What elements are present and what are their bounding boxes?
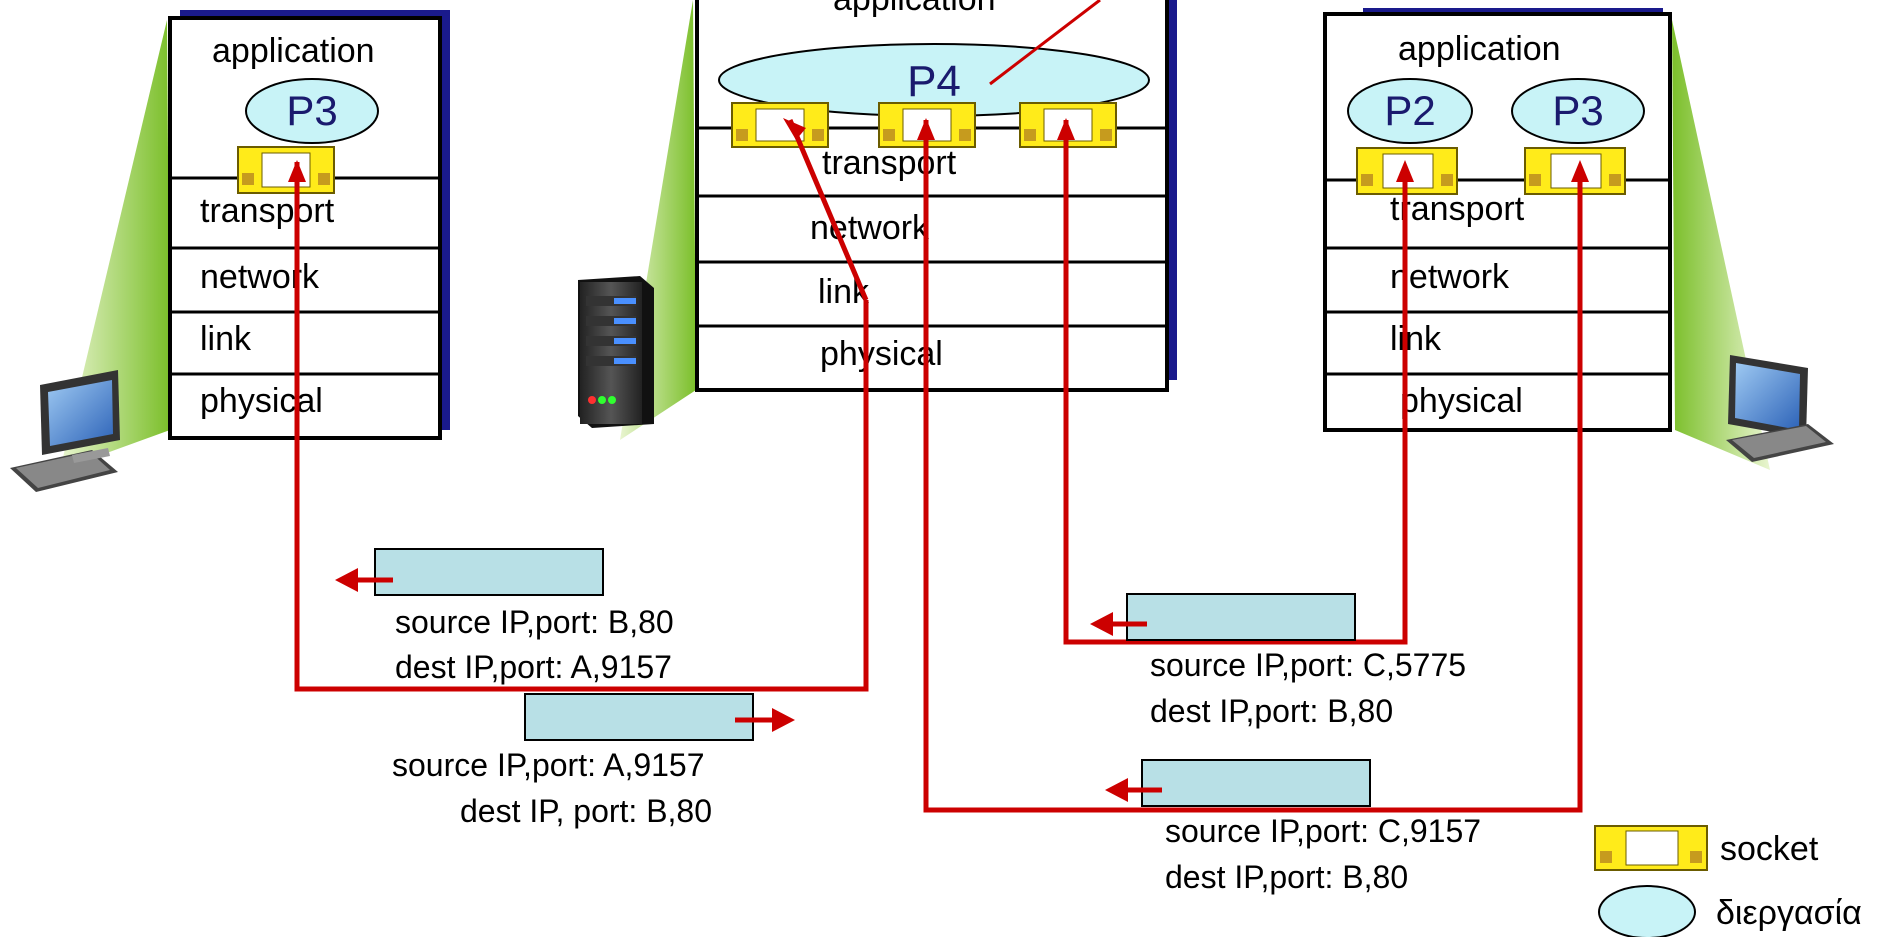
host-a: application transport network link physi… xyxy=(10,10,450,492)
segment-1: source IP,port: B,80 dest IP,port: A,915… xyxy=(335,549,674,685)
host-b-process-p4-label: P4 xyxy=(907,57,961,106)
segment-3: source IP,port: C,5775 dest IP,port: B,8… xyxy=(1090,594,1466,729)
segment-2-dest: dest IP, port: B,80 xyxy=(460,793,712,829)
host-c-layer-transport: transport xyxy=(1390,190,1525,228)
computer-icon xyxy=(1726,355,1834,462)
segment-1-source: source IP,port: B,80 xyxy=(395,604,674,640)
server-icon xyxy=(578,276,654,428)
host-c-process-p3-label: P3 xyxy=(1552,87,1603,134)
host-a-process-p3-label: P3 xyxy=(286,87,337,134)
segment-4-source: source IP,port: C,9157 xyxy=(1165,813,1481,849)
host-c-process-p2-label: P2 xyxy=(1384,87,1435,134)
segment-4-dest: dest IP,port: B,80 xyxy=(1165,859,1408,895)
legend-process-label: διεργασία xyxy=(1716,894,1862,932)
host-b-layer-transport: transport xyxy=(822,144,957,182)
segment-3-dest: dest IP,port: B,80 xyxy=(1150,693,1393,729)
host-c-layer-application: application xyxy=(1398,30,1561,68)
host-b: application transport network link physi… xyxy=(578,0,1177,440)
host-c-socket-2 xyxy=(1525,148,1625,194)
legend-socket-label: socket xyxy=(1720,830,1819,868)
host-b-layer-application: application xyxy=(833,0,996,18)
segment-2-source: source IP,port: A,9157 xyxy=(392,747,705,783)
computer-icon xyxy=(10,370,120,492)
segment-4: source IP,port: C,9157 dest IP,port: B,8… xyxy=(1105,760,1481,895)
host-a-layer-link: link xyxy=(200,320,252,358)
legend: socket διεργασία xyxy=(1595,826,1862,937)
host-a-layer-application: application xyxy=(212,32,375,70)
segment-2: source IP,port: A,9157 dest IP, port: B,… xyxy=(392,694,795,829)
segment-3-source: source IP,port: C,5775 xyxy=(1150,647,1466,683)
segment-1-dest: dest IP,port: A,9157 xyxy=(395,649,672,685)
host-b-socket-1 xyxy=(732,103,828,147)
legend-process-icon xyxy=(1599,886,1695,937)
host-a-layer-physical: physical xyxy=(200,382,323,420)
host-c-layer-network: network xyxy=(1390,258,1510,296)
host-c-layer-physical: physical xyxy=(1400,382,1523,420)
legend-socket-icon xyxy=(1595,826,1707,870)
host-a-socket xyxy=(238,147,334,193)
host-a-layer-transport: transport xyxy=(200,192,335,230)
host-c-layer-link: link xyxy=(1390,320,1442,358)
host-a-layer-network: network xyxy=(200,258,320,296)
